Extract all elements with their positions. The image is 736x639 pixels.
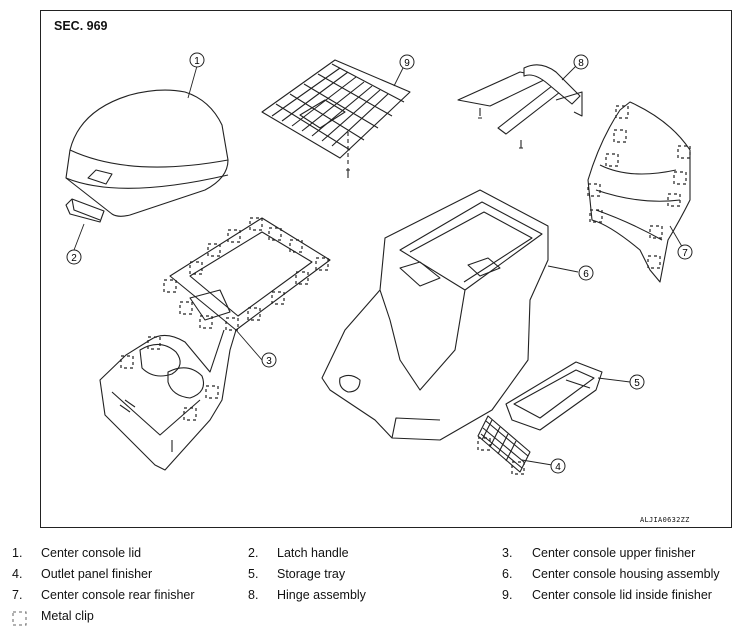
- rear-finisher-part: [587, 101, 691, 283]
- legend-label: Center console upper finisher: [532, 546, 696, 560]
- legend-label-metal-clip: Metal clip: [41, 609, 94, 623]
- legend-label: Outlet panel finisher: [41, 567, 153, 581]
- image-code: ALJIA0632ZZ: [640, 516, 690, 524]
- metal-clip-marker: [615, 105, 629, 119]
- legend-label: Storage tray: [277, 567, 346, 581]
- callout-4: 4: [555, 462, 561, 473]
- callout-3: 3: [266, 356, 272, 367]
- metal-clip-marker: [205, 385, 219, 399]
- metal-clip-marker: [587, 183, 601, 197]
- metal-clip-marker: [227, 229, 241, 243]
- legend-label: Center console housing assembly: [532, 567, 720, 581]
- legend-label: Center console lid: [41, 546, 142, 560]
- metal-clip-marker: [295, 271, 309, 285]
- exploded-diagram: SEC. 969 ALJIA0632ZZ: [40, 10, 732, 528]
- legend-num: 9.: [502, 588, 513, 602]
- legend-label: Center console rear finisher: [41, 588, 195, 602]
- callout-7: 7: [682, 248, 688, 259]
- metal-clip-marker: [511, 461, 525, 475]
- callout-2: 2: [71, 253, 77, 264]
- metal-clip-marker: [289, 239, 303, 253]
- storage-tray-part: [505, 361, 603, 431]
- metal-clip-marker: [147, 336, 161, 350]
- metal-clip-marker: [163, 279, 177, 293]
- callout-5: 5: [634, 378, 640, 389]
- legend-num: 3.: [502, 546, 513, 560]
- legend-num: 8.: [248, 588, 259, 602]
- metal-clip-marker: [179, 301, 193, 315]
- outlet-panel-part: [477, 415, 531, 473]
- metal-clip-marker: [199, 315, 213, 329]
- legend-num: 7.: [12, 588, 23, 602]
- metal-clip-marker: [315, 257, 329, 271]
- metal-clip-marker: [667, 193, 681, 207]
- parts-drawing: 1 2 3 4 5 6 7 8 9: [65, 52, 693, 475]
- callout-8: 8: [578, 58, 584, 69]
- metal-clip-icon: [12, 611, 27, 626]
- metal-clip-marker: [249, 217, 263, 231]
- metal-clips: [120, 105, 691, 475]
- metal-clip-marker: [677, 145, 691, 159]
- legend-num: 2.: [248, 546, 259, 560]
- lid-inside-finisher-part: [261, 59, 411, 178]
- callout-1: 1: [194, 56, 200, 67]
- callout-6: 6: [583, 269, 589, 280]
- legend-num: 1.: [12, 546, 23, 560]
- metal-clip-marker: [647, 255, 661, 269]
- metal-clip-marker: [477, 437, 491, 451]
- metal-clip-marker: [649, 225, 663, 239]
- callout-9: 9: [404, 58, 410, 69]
- callouts: 1 2 3 4 5 6 7 8 9: [66, 52, 693, 474]
- console-lid-part: [65, 89, 229, 217]
- metal-clip-marker: [271, 291, 285, 305]
- legend-num: 5.: [248, 567, 259, 581]
- latch-handle-part: [65, 198, 105, 223]
- upper-finisher-part: [99, 217, 331, 471]
- metal-clip-marker: [589, 209, 603, 223]
- metal-clip-marker: [225, 317, 239, 331]
- diagram-frame: [40, 10, 732, 528]
- legend-num: 6.: [502, 567, 513, 581]
- metal-clip-marker: [120, 355, 134, 369]
- metal-clip-marker: [673, 171, 687, 185]
- metal-clip-marker: [183, 407, 197, 421]
- section-label: SEC. 969: [54, 19, 108, 33]
- hinge-assembly-part: [457, 64, 583, 149]
- legend-num: 4.: [12, 567, 23, 581]
- metal-clip-marker: [268, 227, 282, 241]
- metal-clip-marker: [247, 307, 261, 321]
- metal-clip-marker: [605, 153, 619, 167]
- legend-label: Center console lid inside finisher: [532, 588, 712, 602]
- metal-clip-marker: [207, 243, 221, 257]
- legend-label: Hinge assembly: [277, 588, 366, 602]
- metal-clip-marker: [189, 261, 203, 275]
- console-housing-part: [321, 189, 549, 441]
- legend: 1. Center console lid 4. Outlet panel fi…: [0, 540, 736, 639]
- legend-label: Latch handle: [277, 546, 349, 560]
- metal-clip-marker: [613, 129, 627, 143]
